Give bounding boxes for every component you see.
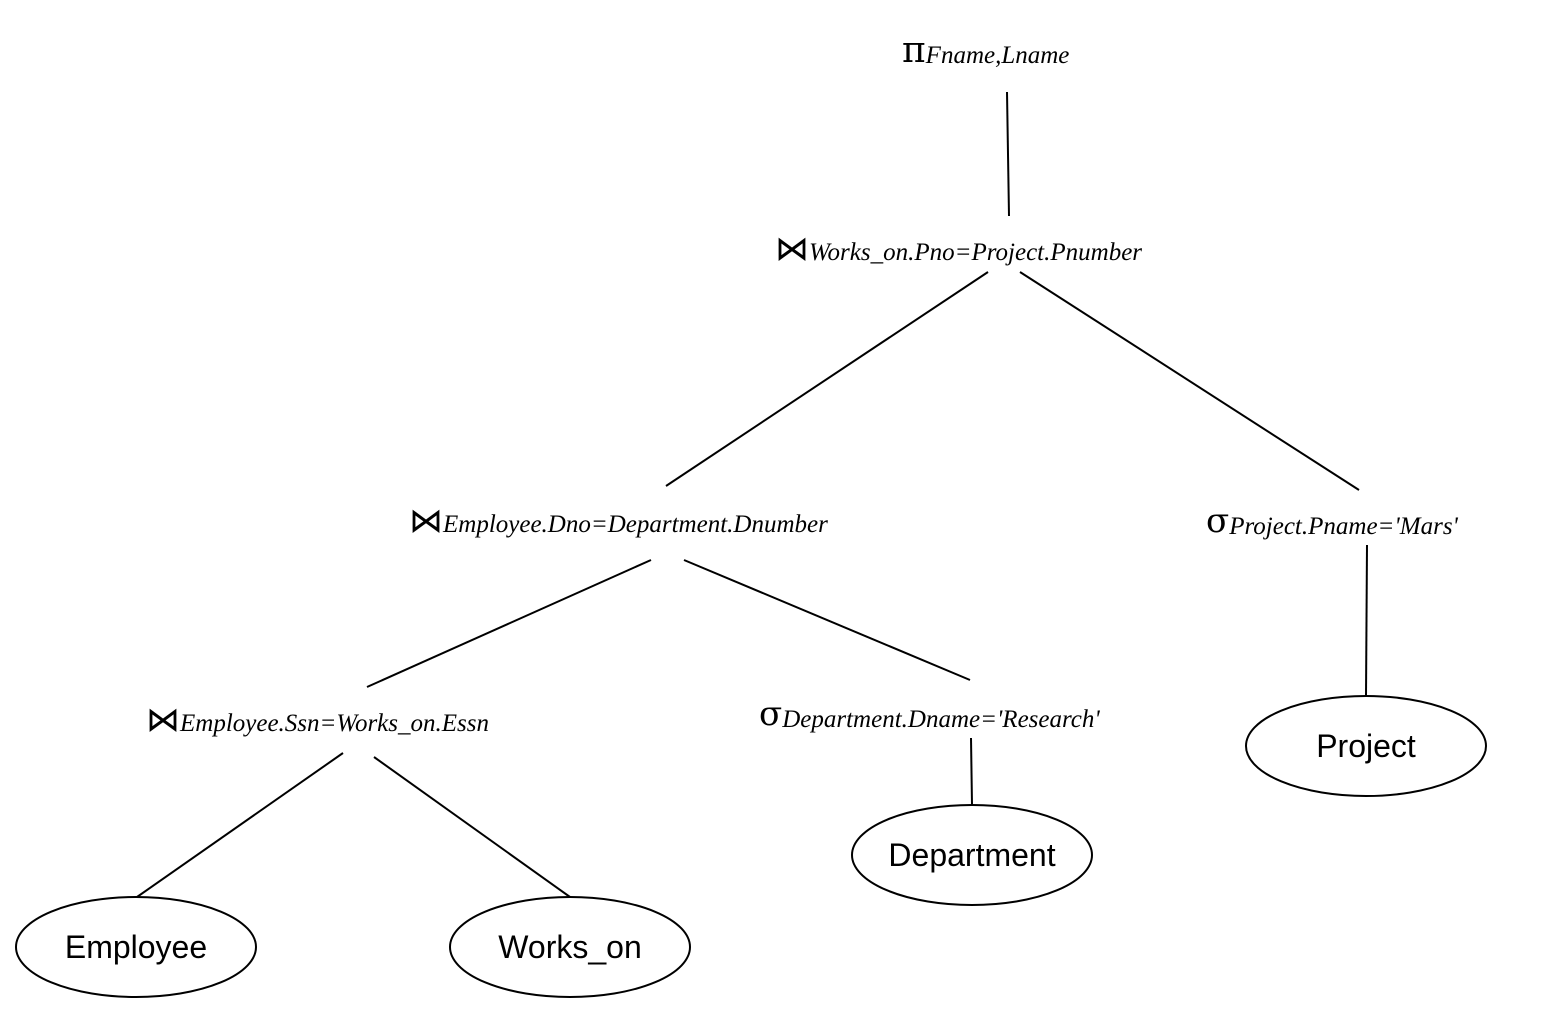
select-department-symbol: σ	[759, 694, 782, 734]
edge-projection-join-pno	[1006, 91, 1010, 217]
tree-edges	[136, 91, 1368, 898]
projection-node: πFname,Lname	[902, 30, 1069, 71]
select-node-department: σDepartment.Dname='Research'	[759, 694, 1100, 734]
edge-join-dno-select-department	[683, 559, 971, 681]
svg-text:⋈Employee.Ssn=Works_on.Essn: ⋈Employee.Ssn=Works_on.Essn	[146, 700, 489, 740]
relation-works-on-ellipse	[449, 896, 691, 998]
edge-join-ssn-works-on	[373, 756, 571, 898]
svg-text:σProject.Pname='Mars': σProject.Pname='Mars'	[1206, 501, 1459, 541]
relation-works-on: Works_on	[449, 896, 691, 998]
relation-employee: Employee	[15, 896, 257, 998]
relation-works-on-label: Works_on	[498, 929, 641, 965]
relation-employee-label: Employee	[65, 929, 207, 965]
relation-project-label: Project	[1316, 728, 1416, 764]
join-dno-subscript: Employee.Dno=Department.Dnumber	[442, 511, 828, 538]
projection-symbol: π	[902, 30, 926, 71]
join-pno-subscript: Works_on.Pno=Project.Pnumber	[809, 239, 1142, 266]
svg-text:σDepartment.Dname='Research': σDepartment.Dname='Research'	[759, 694, 1100, 734]
join-ssn-symbol: ⋈	[146, 700, 180, 740]
relation-project: Project	[1245, 695, 1487, 797]
relation-project-ellipse	[1245, 695, 1487, 797]
projection-subscript: Fname,Lname	[925, 42, 1070, 69]
join-ssn-subscript: Employee.Ssn=Works_on.Essn	[179, 710, 489, 737]
relation-department-ellipse	[851, 804, 1093, 906]
relation-employee-ellipse	[15, 896, 257, 998]
edge-select-department-department	[970, 737, 973, 806]
edge-join-pno-join-dno	[665, 271, 989, 487]
join-pno-symbol: ⋈	[775, 229, 809, 269]
join-dno-symbol: ⋈	[409, 501, 443, 541]
relation-department: Department	[851, 804, 1093, 906]
edge-select-project-project	[1365, 544, 1368, 697]
edge-join-pno-select-project	[1019, 271, 1360, 491]
join-node-pno: ⋈Works_on.Pno=Project.Pnumber	[775, 229, 1142, 269]
select-project-subscript: Project.Pname='Mars'	[1228, 513, 1458, 540]
relation-department-label: Department	[888, 837, 1055, 873]
edge-join-dno-join-ssn	[366, 559, 652, 688]
join-node-dno: ⋈Employee.Dno=Department.Dnumber	[409, 501, 828, 541]
edge-join-ssn-employee	[136, 752, 344, 898]
select-node-project: σProject.Pname='Mars'	[1206, 501, 1459, 541]
select-department-subscript: Department.Dname='Research'	[781, 706, 1100, 733]
svg-text:πFname,Lname: πFname,Lname	[902, 30, 1069, 71]
join-node-ssn: ⋈Employee.Ssn=Works_on.Essn	[146, 700, 489, 740]
select-project-symbol: σ	[1206, 501, 1229, 541]
svg-text:⋈Works_on.Pno=Project.Pnumber: ⋈Works_on.Pno=Project.Pnumber	[775, 229, 1142, 269]
svg-text:⋈Employee.Dno=Department.Dnumb: ⋈Employee.Dno=Department.Dnumber	[409, 501, 828, 541]
